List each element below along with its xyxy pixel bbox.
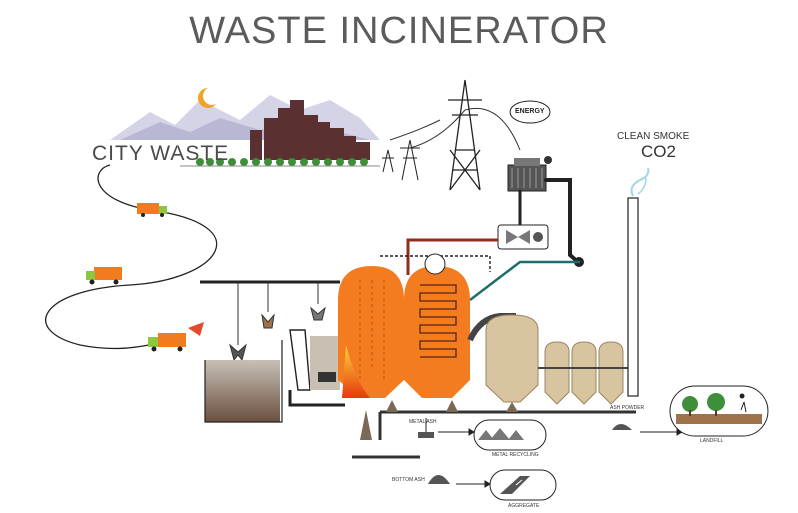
ash-powder-label: ASH POWDER [610,405,645,411]
chimney [627,167,650,397]
transformer-icon [507,156,552,192]
energy-pipes [518,178,580,264]
page-title: WASTE INCINERATOR [189,10,609,52]
crane-grabbers [229,282,326,362]
co2-label: CO2 [641,142,676,161]
landfill-label: LANDFILL [700,438,724,444]
transmission-tower-medium [400,139,420,181]
landfill-bubble [669,385,769,437]
turbine-icon [497,224,584,267]
moon-icon [198,88,216,108]
city-waste-label: CITY WASTE [92,142,230,165]
bottom-ash-pile [428,475,450,484]
metal-recycling-bubble [473,419,547,451]
truck-middle [86,267,122,285]
feed-hopper [288,329,345,407]
city-buildings [250,100,370,160]
bottom-ash-label: BOTTOM ASH [392,477,425,483]
transmission-tower-small [382,149,394,173]
clean-smoke-label: CLEAN SMOKE [617,131,690,142]
ash-powder-pile [612,424,632,430]
scrubber-tower [485,314,539,403]
truck-top [137,203,167,217]
waste-bunker [204,340,283,423]
magnet-separator [418,418,434,438]
metal-recycling-label: METAL RECYCLING [492,452,539,458]
truck-bottom [148,322,204,352]
aggregate-label: AGGREGATE [508,503,540,509]
energy-bubble [509,100,551,124]
trees-row [196,158,368,166]
energy-label: ENERGY [515,108,545,115]
transmission-tower-large [448,79,482,191]
aggregate-bubble [489,469,557,501]
boiler-furnace [338,253,470,398]
metal-ash-label: METAL ASH [409,419,437,425]
truck-road [45,164,218,350]
steam-pipes [380,238,580,301]
filter-silos [544,341,624,405]
ash-drops [360,400,518,440]
